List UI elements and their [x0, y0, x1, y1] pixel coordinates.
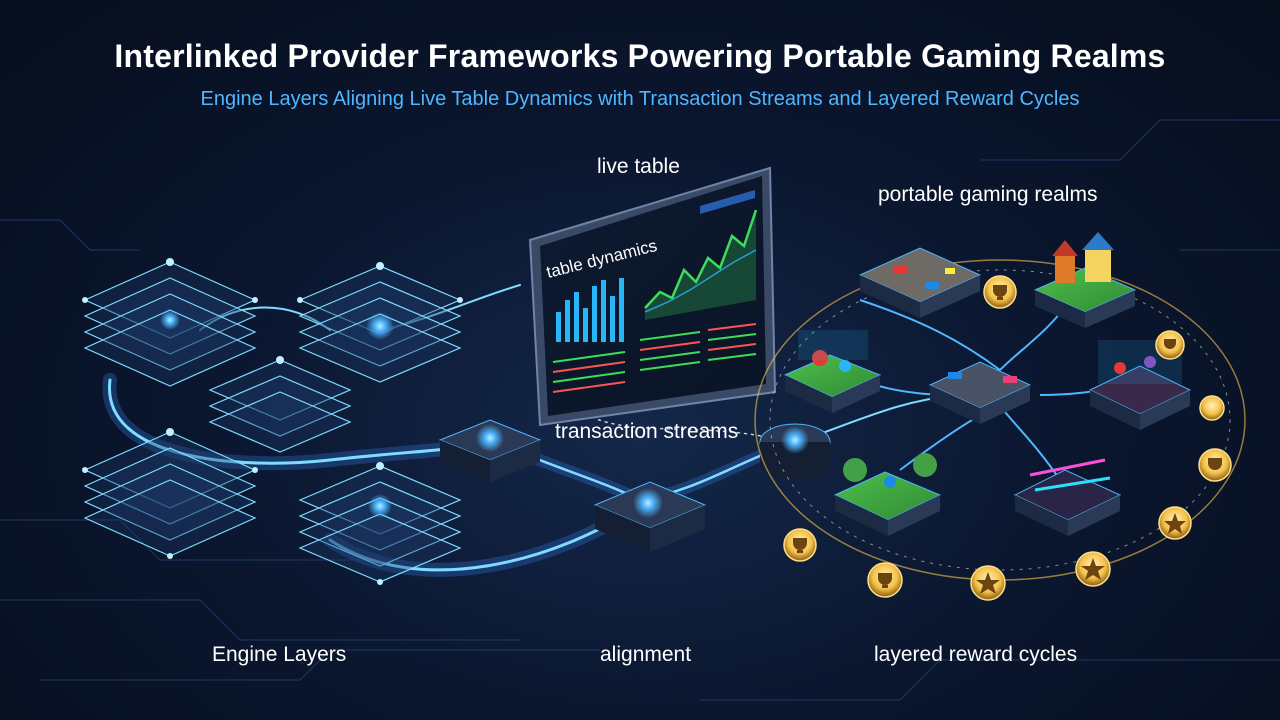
dashboard-data-rows	[552, 323, 757, 393]
label-live-table: live table	[597, 155, 680, 178]
star-icon	[1075, 551, 1111, 587]
star-icon	[970, 565, 1006, 601]
trophy-icon	[1155, 330, 1185, 360]
realm-tile-city	[928, 361, 1032, 424]
label-reward-cycles: layered reward cycles	[874, 643, 1078, 666]
trophy-icon	[1198, 448, 1232, 482]
reward-medallions	[783, 275, 1232, 601]
label-portable-realms: portable gaming realms	[878, 183, 1098, 206]
trophy-icon	[783, 528, 817, 562]
realm-tile-neon	[1013, 458, 1122, 536]
circuit-lines	[0, 119, 1280, 701]
realm-tile-village	[1033, 232, 1137, 328]
trophy-icon	[983, 275, 1017, 309]
label-alignment: alignment	[600, 643, 692, 666]
dashboard-line-chart	[644, 209, 758, 320]
page-subtitle: Engine Layers Aligning Live Table Dynami…	[200, 88, 1080, 110]
label-engine-layers: Engine Layers	[212, 643, 347, 666]
label-transaction-streams: transaction streams	[555, 420, 739, 443]
trophy-icon	[867, 562, 903, 598]
hub-node-right	[759, 423, 831, 480]
star-icon	[1158, 506, 1192, 540]
live-table-dashboard: table dynamics	[528, 166, 777, 427]
realm-tile-forest	[833, 453, 942, 536]
engine-layer-stacks	[82, 258, 463, 585]
hub-node-left	[438, 419, 542, 482]
page-title: Interlinked Provider Frameworks Powering…	[114, 38, 1166, 74]
realm-tile-racing	[858, 247, 982, 318]
realm-tile-party	[783, 330, 882, 413]
hub-node-alignment	[593, 481, 707, 552]
dashboard-bar-chart	[556, 278, 624, 342]
